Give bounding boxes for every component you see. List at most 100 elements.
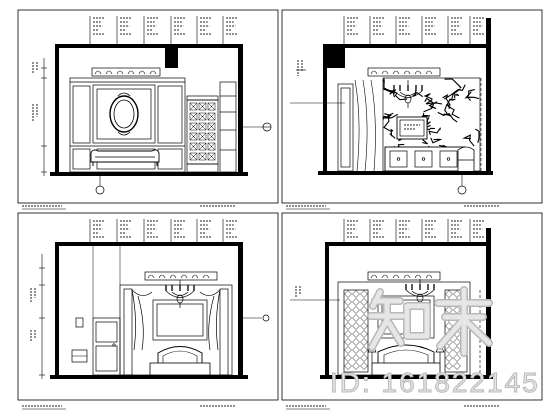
cabinet-lattice-cross bbox=[189, 142, 198, 151]
lattice-diamond bbox=[352, 354, 360, 362]
chandelier-arm bbox=[165, 290, 195, 298]
lattice-diamond bbox=[360, 330, 368, 338]
watermark: ID: 161822145 bbox=[330, 286, 538, 399]
watermark-logo-stroke-inner bbox=[404, 303, 430, 339]
ceiling-slab bbox=[55, 242, 243, 246]
cornice-ornament bbox=[94, 70, 102, 75]
lattice-diamond bbox=[352, 346, 360, 354]
lattice-diamond bbox=[352, 322, 360, 330]
marble-vein bbox=[447, 103, 460, 119]
wall-panel-right bbox=[157, 85, 183, 144]
lattice-diamond bbox=[445, 354, 453, 362]
door-panel-lower bbox=[95, 345, 118, 372]
feature-panel bbox=[92, 84, 156, 144]
lattice-diamond bbox=[344, 290, 352, 298]
floor-slab bbox=[50, 375, 248, 379]
view-callout-marker bbox=[95, 185, 105, 195]
cabinet-lattice-cell bbox=[198, 112, 207, 121]
console-drawer bbox=[414, 150, 433, 168]
section-callout-marker bbox=[262, 314, 270, 322]
cornice-ornament bbox=[425, 70, 433, 75]
lattice-diamond bbox=[344, 322, 352, 330]
chandelier-arm bbox=[171, 291, 189, 296]
cabinet-lattice-cell bbox=[207, 142, 216, 151]
pilaster-right bbox=[219, 288, 229, 376]
cabinet-lattice-cell bbox=[189, 112, 198, 121]
cornice-ornament bbox=[180, 274, 188, 279]
wall-panel-left bbox=[72, 85, 91, 144]
lattice-diamond bbox=[360, 346, 368, 354]
marble-vein bbox=[428, 127, 442, 136]
cornice-ornament bbox=[149, 70, 157, 75]
lattice-diamond bbox=[360, 290, 368, 298]
marble-vein bbox=[444, 78, 462, 89]
lattice-diamond bbox=[344, 338, 352, 346]
cabinet-lattice-cross bbox=[189, 132, 198, 141]
headboard-inner bbox=[162, 350, 198, 370]
chandelier-arm bbox=[411, 290, 429, 295]
cornice-ornament bbox=[370, 70, 378, 75]
cornice-ornament bbox=[138, 70, 146, 75]
lattice-diamond bbox=[453, 290, 461, 298]
cornice-ornament bbox=[403, 274, 411, 279]
cabinet-lattice-cell bbox=[189, 152, 198, 161]
cornice-ornament bbox=[127, 70, 135, 75]
marble-vein bbox=[466, 89, 475, 101]
feature-panel-inner bbox=[96, 88, 152, 140]
lattice-diamond bbox=[453, 362, 461, 370]
watermark-logo-stroke-inner bbox=[463, 318, 492, 346]
cornice-ornament bbox=[414, 70, 422, 75]
cornice-ornament bbox=[147, 274, 155, 279]
curtain-left bbox=[131, 289, 153, 351]
cabinet-lattice-cell bbox=[207, 152, 216, 161]
lattice-diamond bbox=[360, 298, 368, 306]
chandelier-arm bbox=[393, 90, 423, 98]
headboard-inner bbox=[383, 349, 429, 370]
cornice-ornament bbox=[392, 70, 400, 75]
cornice-ornament bbox=[105, 70, 113, 75]
cabinet-lattice-cross bbox=[207, 142, 216, 151]
floor-slab bbox=[50, 172, 248, 176]
marble-vein bbox=[442, 93, 451, 106]
lattice-diamond bbox=[344, 298, 352, 306]
cornice-ornament bbox=[191, 274, 199, 279]
cornice-ornament bbox=[425, 274, 433, 279]
cornice-ornament bbox=[403, 70, 411, 75]
lattice-diamond bbox=[360, 322, 368, 330]
elevation-panel-bottom-left bbox=[17, 212, 279, 410]
watermark-logo-stroke-inner bbox=[369, 298, 390, 350]
right-wall bbox=[238, 44, 243, 176]
cabinet-lattice-cell bbox=[207, 122, 216, 131]
drawer-knob bbox=[421, 157, 426, 161]
light-switch bbox=[75, 317, 84, 328]
lattice-diamond bbox=[352, 330, 360, 338]
cornice bbox=[367, 271, 441, 281]
left-wall bbox=[323, 44, 327, 175]
cabinet-lattice-cross bbox=[207, 152, 216, 161]
lattice-diamond bbox=[352, 314, 360, 322]
lattice-diamond bbox=[352, 362, 360, 370]
lattice-diamond bbox=[360, 314, 368, 322]
mirror-frame bbox=[152, 299, 208, 341]
lattice-panel bbox=[343, 289, 369, 373]
cabinet-lattice-cell bbox=[189, 122, 198, 131]
cornice bbox=[91, 67, 161, 77]
lattice-diamond bbox=[344, 306, 352, 314]
curtain-fold bbox=[354, 79, 376, 172]
cornice-ornament bbox=[158, 274, 166, 279]
cabinet-base bbox=[186, 163, 219, 173]
watermark-logo-stroke-inner bbox=[386, 320, 404, 346]
drawer-knob bbox=[396, 157, 401, 161]
floor-slab bbox=[318, 171, 493, 175]
cornice-ornament bbox=[381, 274, 389, 279]
cabinet-lattice-cross bbox=[189, 102, 198, 111]
marble-vein bbox=[444, 84, 466, 100]
cabinet-lattice-cross bbox=[207, 102, 216, 111]
back-wall bbox=[69, 77, 186, 173]
marble-vein bbox=[430, 137, 443, 144]
cabinet-lattice-cell bbox=[198, 142, 207, 151]
left-wall bbox=[55, 44, 59, 176]
lattice-diamond bbox=[352, 298, 360, 306]
cornice-ornament bbox=[169, 274, 177, 279]
